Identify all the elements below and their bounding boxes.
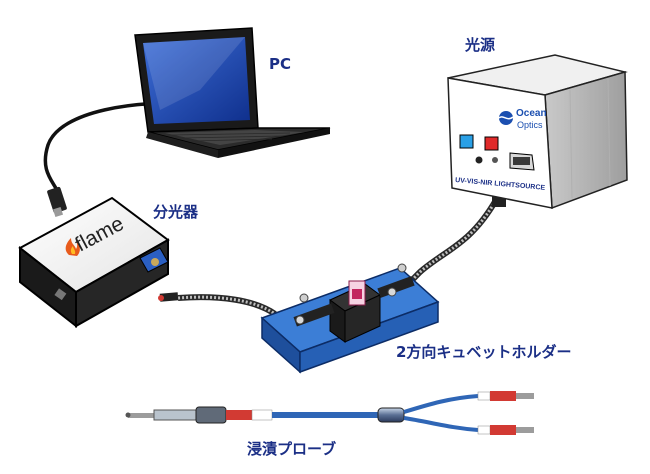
light-source-fiber-cable: [398, 193, 506, 295]
cuvette: [348, 280, 366, 306]
ocean-optics-logo-icon: [498, 111, 514, 125]
immersion-dip-probe: [125, 391, 534, 435]
optics-logo-text: Optics: [517, 120, 543, 130]
spectrometer-label: 分光器: [153, 203, 199, 221]
dip-probe-label: 浸漬プローブ: [247, 440, 337, 458]
flame-spectrometer: [18, 196, 170, 329]
ocean-optics-light-source: [447, 54, 628, 210]
laptop-pc: [134, 27, 331, 158]
light-source-label: 光源: [465, 36, 496, 54]
flame-logo-icon: [65, 238, 80, 256]
spectrometer-sma-port: [139, 247, 169, 273]
ocean-logo-text: Ocean: [516, 108, 547, 119]
two-way-cuvette-holder: [260, 263, 440, 374]
cuvette-holder-label: 2方向キュベットホルダー: [396, 343, 572, 361]
spectrometer-fiber-cable: [158, 292, 277, 317]
pc-label: PC: [269, 55, 292, 73]
